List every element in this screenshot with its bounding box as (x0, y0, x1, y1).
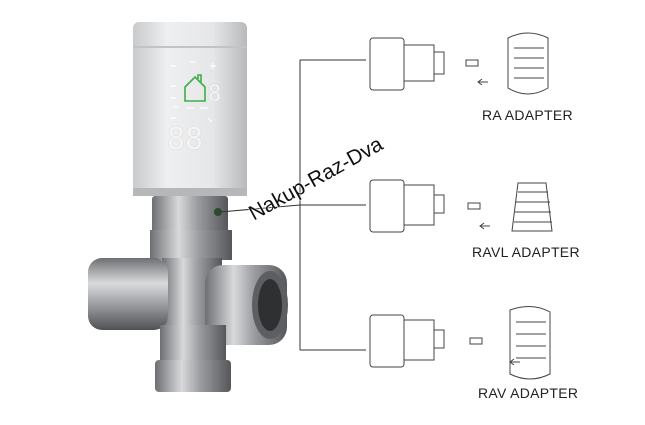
ra-adapter-sketch (369, 32, 549, 95)
thermostat-head (133, 22, 247, 196)
ravl-adapter-label: RAVL ADAPTER (472, 244, 580, 260)
ra-adapter-label: RA ADAPTER (482, 107, 573, 123)
rav-adapter-sketch (369, 306, 551, 380)
ravl-adapter-sketch (369, 179, 553, 233)
rav-adapter-label: RAV ADAPTER (478, 385, 579, 401)
home-icon (184, 74, 206, 102)
connector-lines (219, 59, 366, 351)
display-symbols (170, 61, 216, 123)
valve-body (88, 196, 288, 392)
display-side-digit: 8 (208, 82, 222, 107)
display-main-digits: 88 (167, 122, 204, 157)
